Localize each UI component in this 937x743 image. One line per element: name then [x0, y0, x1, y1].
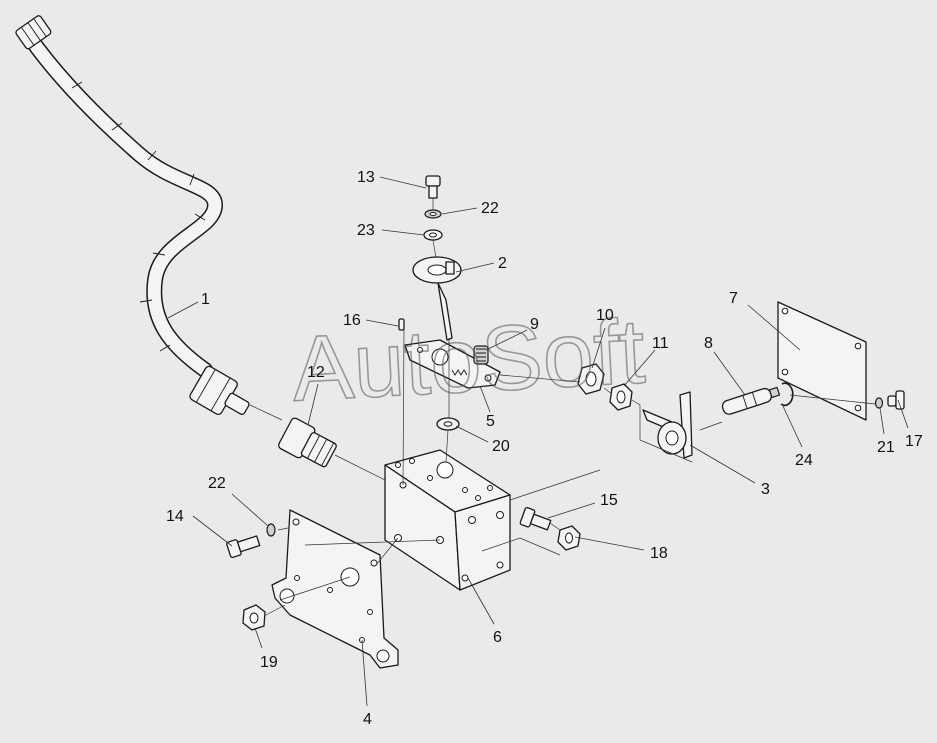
- nut-part-10: [577, 363, 605, 395]
- callout-22-top: 22: [481, 200, 499, 217]
- cover-plate-part-7: [777, 301, 867, 421]
- callout-22-left: 22: [208, 475, 226, 492]
- washer-part-22-top: [424, 209, 442, 219]
- callout-17: 17: [905, 433, 923, 450]
- washer-part-21: [874, 397, 884, 409]
- callout-13: 13: [357, 169, 375, 186]
- callout-2: 2: [498, 255, 507, 272]
- callout-12: 12: [307, 364, 325, 381]
- callout-21: 21: [877, 439, 895, 456]
- piston-part-8: [721, 386, 781, 415]
- callout-11: 11: [652, 335, 669, 352]
- callout-23: 23: [357, 222, 375, 239]
- valve-body-part-6: [384, 449, 511, 591]
- callout-3: 3: [761, 481, 770, 498]
- screw-part-17: [887, 390, 905, 410]
- spring-part-9: [473, 345, 489, 365]
- callout-7: 7: [729, 290, 738, 307]
- pin-part-16: [398, 318, 405, 331]
- washer-part-22-left: [266, 523, 276, 537]
- callout-24: 24: [795, 452, 813, 469]
- callout-1: 1: [201, 291, 210, 308]
- callout-labels: 1 2 3 4 5 6 7 8 9 10 11 12 13 14 15 16 1…: [166, 169, 923, 728]
- callout-4: 4: [363, 711, 372, 728]
- nut-part-19: [242, 604, 266, 631]
- callout-14: 14: [166, 508, 184, 525]
- mounting-plate-part-4: [271, 509, 399, 669]
- callout-20: 20: [492, 438, 510, 455]
- hose-part-1: [15, 15, 250, 416]
- nut-part-18: [557, 525, 581, 551]
- lever-part-2: [412, 256, 462, 341]
- callout-18: 18: [650, 545, 668, 562]
- callout-8: 8: [704, 335, 713, 352]
- bolt-part-15: [519, 507, 552, 531]
- callout-6: 6: [493, 629, 502, 646]
- callout-9: 9: [530, 316, 539, 333]
- adapter-fitting-part-12: [278, 417, 337, 468]
- clevis-part-3: [642, 391, 693, 459]
- autosoft-watermark: AutoSoft: [290, 300, 648, 420]
- washer-part-23: [423, 229, 443, 241]
- nut-part-11: [609, 383, 633, 411]
- callout-5: 5: [486, 413, 495, 430]
- callout-10: 10: [596, 307, 614, 324]
- washer-part-20: [436, 417, 460, 431]
- callout-15: 15: [600, 492, 618, 509]
- leader-lines: [167, 176, 909, 707]
- callout-16: 16: [343, 312, 361, 329]
- assembly-axis-lines: [249, 198, 876, 617]
- sector-plate-part-5: [404, 339, 501, 389]
- callout-19: 19: [260, 654, 278, 671]
- circlip-part-24: [780, 382, 794, 407]
- bolt-part-13: [425, 175, 441, 199]
